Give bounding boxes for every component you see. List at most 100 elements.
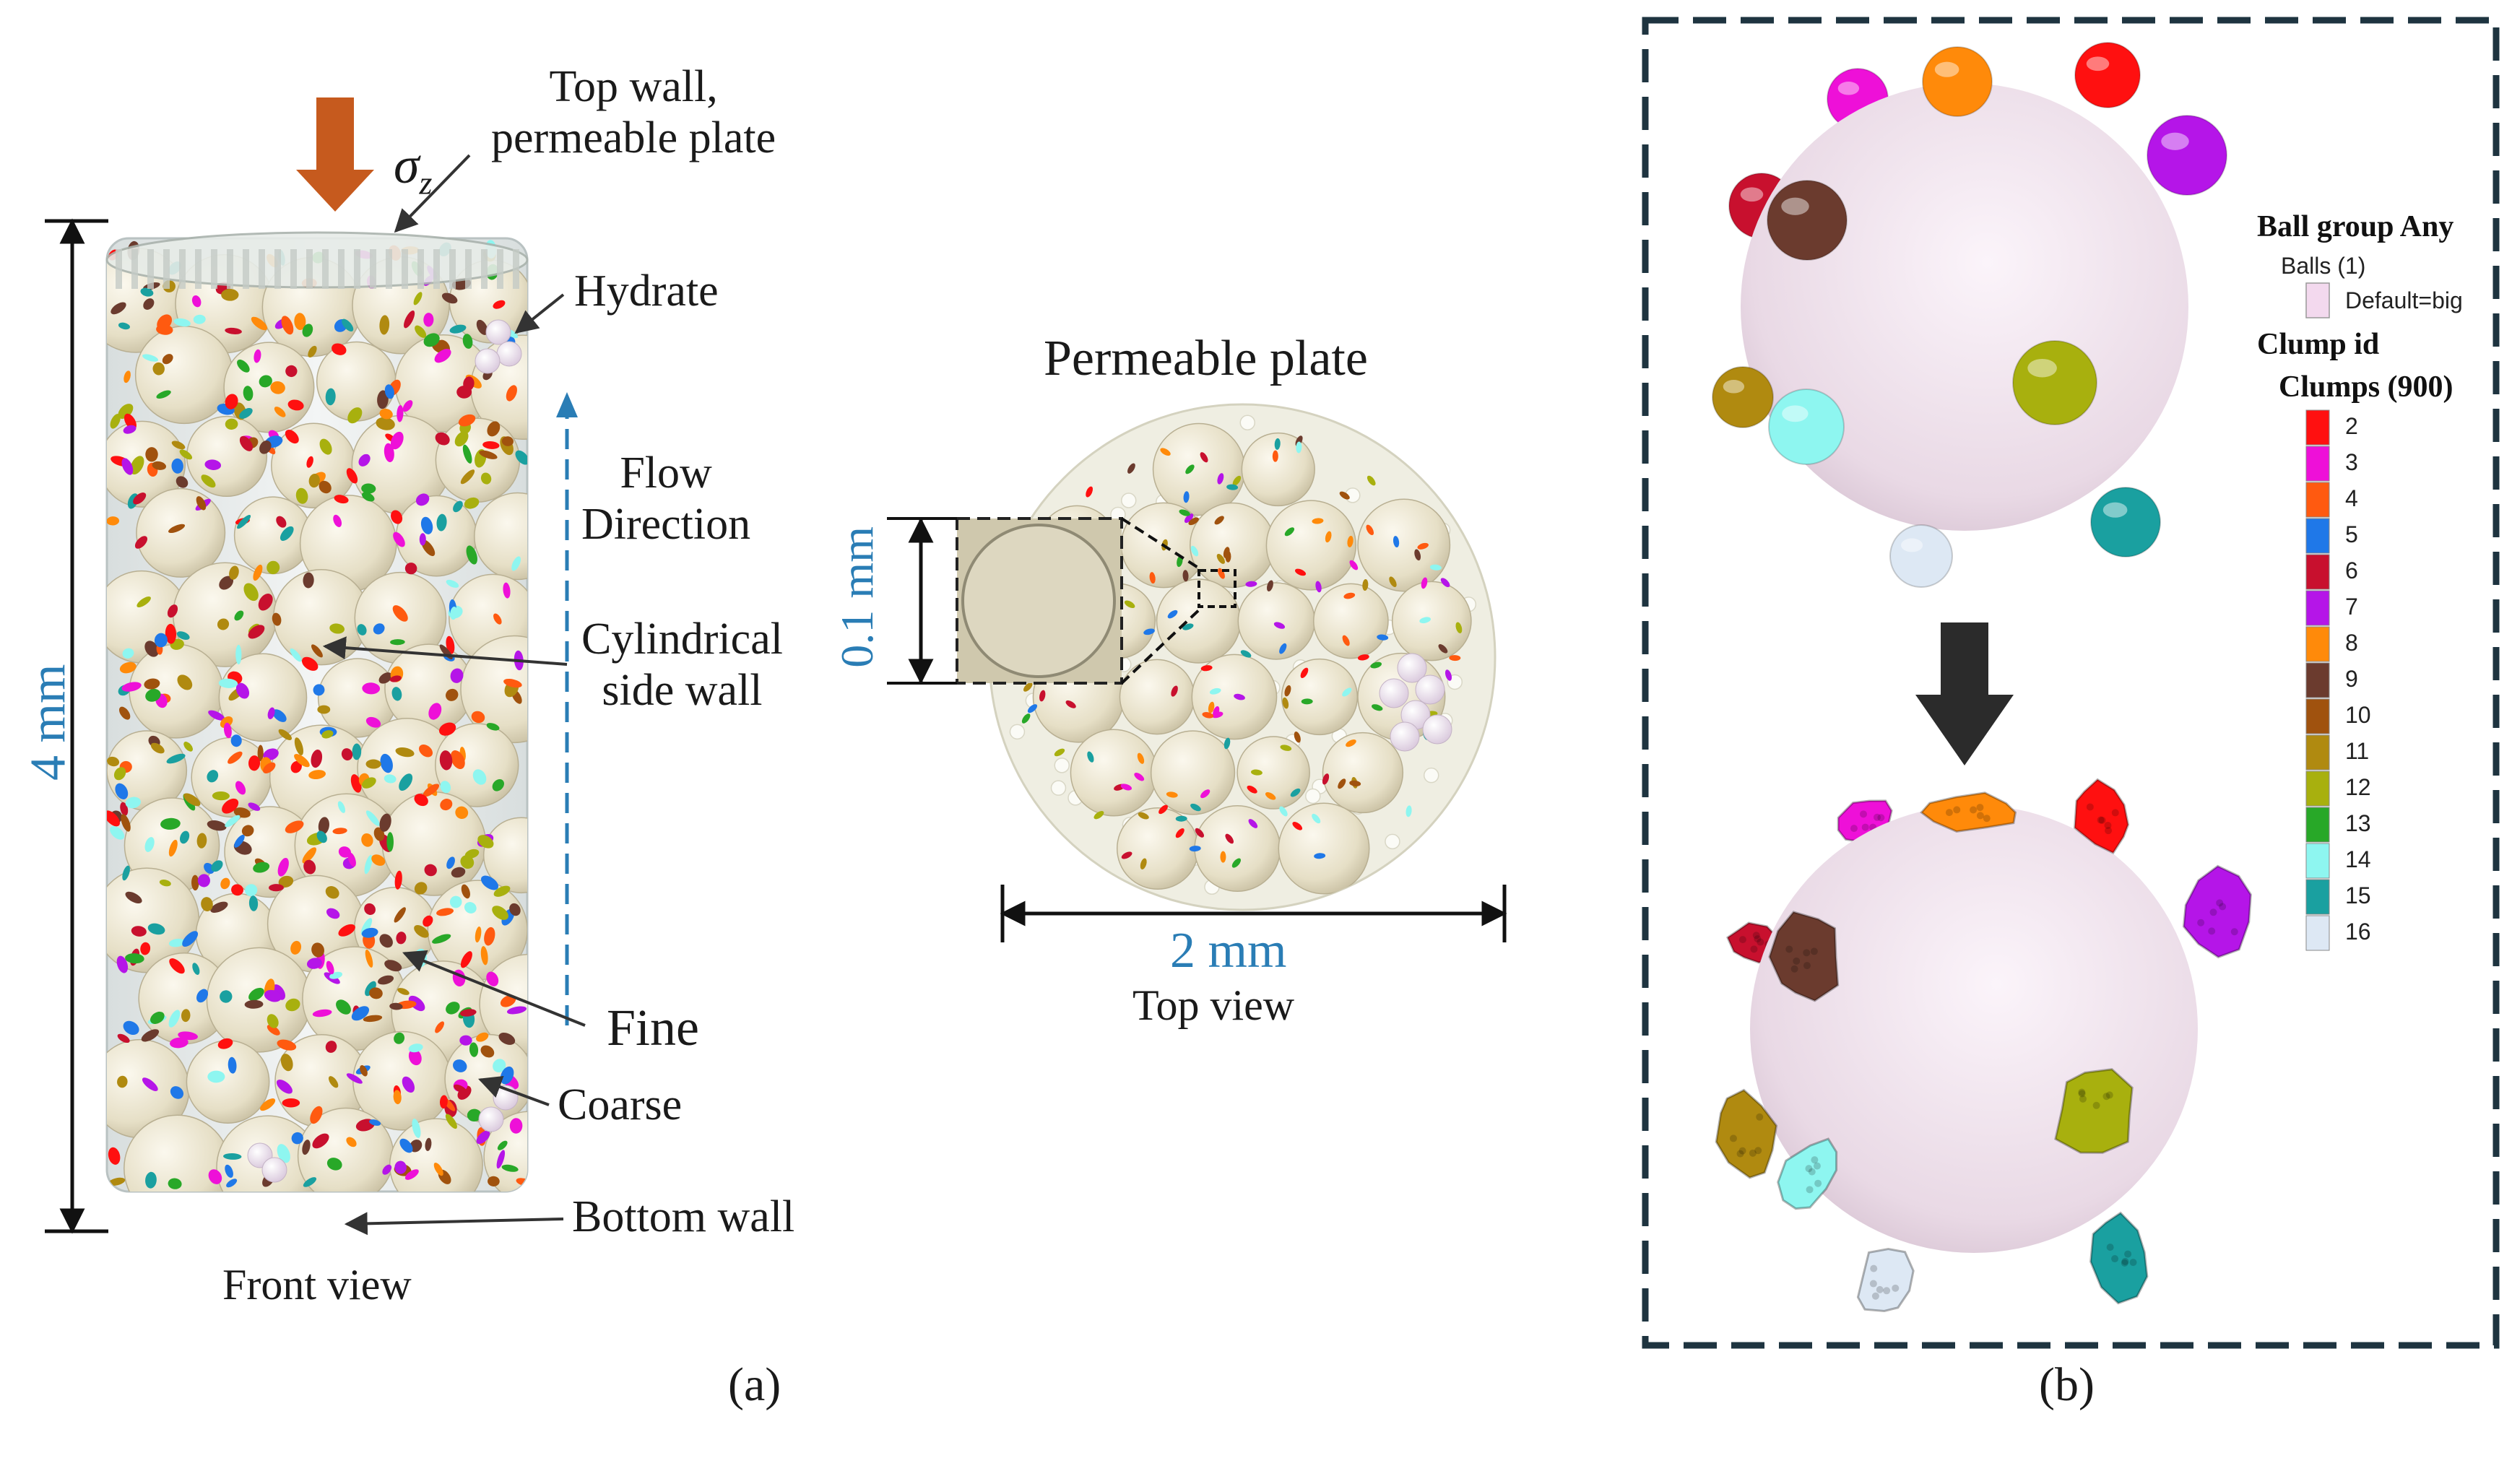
fine-particle [435, 432, 450, 446]
fine-particle [113, 767, 126, 781]
fine-particle [404, 563, 417, 575]
fine-particle [220, 877, 230, 890]
fine-particle [254, 349, 261, 363]
label-flow-line2: Direction [581, 500, 751, 550]
fine-particle [1274, 438, 1281, 450]
fine-particle [144, 678, 160, 690]
legend-ball-group-title: Ball group Any [2257, 210, 2454, 243]
label-side-wall: Cylindrical side wall [581, 614, 783, 717]
fine-particle [319, 480, 332, 494]
panel-b-frame [1642, 17, 2500, 1349]
coarse-particle [1281, 658, 1359, 736]
fine-particle [140, 942, 151, 955]
fine-particle [477, 835, 494, 849]
fine-particle [1342, 635, 1350, 646]
fine-particle [306, 958, 322, 969]
fine-particle [1339, 491, 1350, 500]
fine-particle [1280, 745, 1292, 751]
fine-particle [415, 493, 430, 506]
fine-particle [440, 799, 453, 811]
fine-particle [1245, 581, 1257, 587]
fine-particle [1121, 851, 1132, 859]
fine-particle [122, 865, 130, 881]
plate-pore [338, 249, 345, 289]
fine-particle [1179, 509, 1190, 516]
caption-b: (b) [2039, 1358, 2095, 1411]
fine-particle [1393, 536, 1400, 548]
fine-particle [1160, 448, 1171, 456]
fine-particle [1449, 655, 1461, 661]
fine-particle [346, 1073, 363, 1084]
fine-particle [177, 674, 193, 690]
fine-particle [360, 1065, 368, 1077]
coarse-particle [1237, 582, 1315, 660]
fine-particle [1189, 846, 1201, 852]
fine-particle [1429, 564, 1442, 570]
fine-particle [389, 1002, 403, 1010]
fine-particle [207, 820, 227, 831]
fine-particle [346, 1137, 357, 1147]
legend-swatch [2305, 915, 2330, 951]
clump-irregular-fines [1715, 778, 2252, 1312]
legend-item-label: 10 [2345, 702, 2371, 728]
fine-particle [332, 343, 347, 355]
fine-particle [391, 687, 402, 701]
fine-particle [248, 625, 265, 639]
fine-particle [378, 672, 392, 684]
fine-particle [253, 564, 263, 581]
fine-particle [276, 516, 287, 528]
fine-sphere [1767, 180, 1848, 261]
plate-pore [1009, 724, 1026, 740]
fine-particle [1370, 661, 1382, 669]
fine-particle [1223, 737, 1231, 750]
fine-particle [1273, 622, 1286, 629]
fine-particle [303, 572, 314, 589]
fine-particle [1217, 473, 1224, 485]
caption-a: (a) [728, 1358, 781, 1411]
plate-pore [322, 249, 329, 289]
fine-particle [472, 769, 487, 785]
fine-particle [248, 987, 264, 1001]
fine-particle [436, 908, 454, 916]
fine-particle [1300, 667, 1309, 678]
fine-particle [362, 682, 381, 695]
fine-particle [241, 825, 254, 837]
fine-particle [408, 995, 425, 1012]
legend-swatch [2305, 698, 2330, 734]
fine-particle [1184, 513, 1194, 524]
fine-particle [235, 644, 242, 665]
fine-particle [446, 1002, 460, 1015]
fine-particle [476, 1032, 489, 1042]
fine-particle [1279, 806, 1288, 817]
fine-particle [396, 932, 407, 945]
fine-particle [1240, 650, 1252, 658]
fine-particle [1294, 732, 1301, 743]
fine-particle [191, 875, 199, 891]
coarse-particle [1357, 498, 1451, 592]
fine-particle [1171, 685, 1178, 697]
fine-particle [326, 908, 340, 919]
fine-particle [450, 607, 458, 620]
plate-pore [433, 249, 440, 289]
fine-particle [168, 839, 178, 857]
fine-particle [379, 934, 393, 948]
fine-particle [445, 1114, 457, 1129]
legend-swatch [2305, 446, 2330, 482]
fine-particle [450, 668, 464, 683]
fine-particle [1367, 475, 1376, 486]
fine-particle [237, 359, 250, 373]
fine-particle [222, 798, 239, 814]
fine-particle [170, 1037, 189, 1049]
fine-particle [399, 773, 413, 791]
fine-particle [455, 806, 469, 820]
fine-particle [484, 927, 495, 946]
fine-particle [196, 833, 207, 849]
fine-particle [285, 820, 304, 833]
fine-particle [171, 458, 183, 474]
legend-item-label: 4 [2345, 485, 2358, 511]
fine-particle [1349, 560, 1359, 570]
fine-particle [302, 324, 313, 337]
fine-particle [160, 817, 181, 830]
coarse-particle [1119, 659, 1195, 735]
